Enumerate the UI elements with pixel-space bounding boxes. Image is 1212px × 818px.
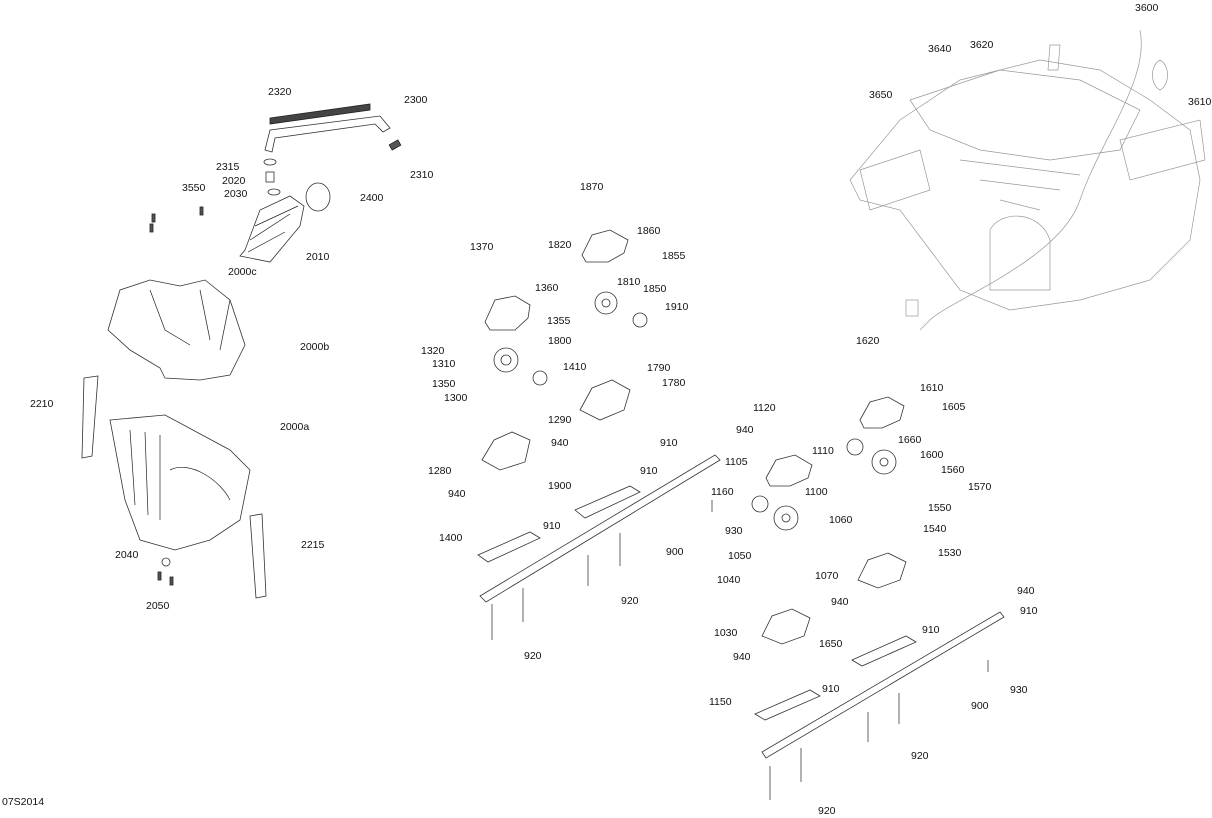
part-callout-1900[interactable]: 1900	[548, 480, 572, 492]
part-callout-2300[interactable]: 2300	[404, 94, 428, 106]
part-callout-3600[interactable]: 3600	[1135, 2, 1159, 14]
part-callout-1120[interactable]: 1120	[753, 402, 776, 414]
part-callout-2020[interactable]: 2020	[222, 175, 246, 187]
part-callout-2010[interactable]: 2010	[306, 251, 330, 263]
part-callout-1610[interactable]: 1610	[920, 382, 944, 394]
part-callout-3620[interactable]: 3620	[970, 39, 994, 51]
part-callout-2000b[interactable]: 2000b	[300, 341, 330, 353]
part-callout-1570[interactable]: 1570	[968, 481, 992, 493]
part-callout-1350[interactable]: 1350	[432, 378, 456, 390]
part-callout-1355[interactable]: 1355	[547, 315, 571, 327]
part-callout-1370[interactable]: 1370	[470, 241, 494, 253]
part-callout-900[interactable]: 900	[971, 700, 989, 712]
part-callout-910[interactable]: 910	[1020, 605, 1038, 617]
part-callout-1110[interactable]: 1110	[812, 445, 834, 457]
part-callout-1660[interactable]: 1660	[898, 434, 922, 446]
part-callout-1780[interactable]: 1780	[662, 377, 686, 389]
part-callout-910[interactable]: 910	[640, 465, 658, 477]
part-callout-2310[interactable]: 2310	[410, 169, 434, 181]
part-callout-940[interactable]: 940	[1017, 585, 1035, 597]
part-callout-1540[interactable]: 1540	[923, 523, 947, 535]
part-callout-1400[interactable]: 1400	[439, 532, 463, 544]
part-callout-920[interactable]: 920	[524, 650, 542, 662]
figure-id: 07S2014	[2, 796, 45, 808]
part-callout-1290[interactable]: 1290	[548, 414, 572, 426]
part-callout-1410[interactable]: 1410	[563, 361, 587, 373]
part-callout-1105[interactable]: 1105	[725, 456, 748, 468]
part-callout-1060[interactable]: 1060	[829, 514, 853, 526]
part-callout-900[interactable]: 900	[666, 546, 684, 558]
part-callout-3650[interactable]: 3650	[869, 89, 893, 101]
part-callout-3550[interactable]: 3550	[182, 182, 206, 194]
engine-illustration	[849, 29, 1206, 331]
part-callout-1280[interactable]: 1280	[428, 465, 452, 477]
part-callout-920[interactable]: 920	[911, 750, 929, 762]
part-callout-2400[interactable]: 2400	[360, 192, 384, 204]
part-callout-1300[interactable]: 1300	[444, 392, 468, 404]
part-callout-910[interactable]: 910	[660, 437, 678, 449]
part-callout-1605[interactable]: 1605	[942, 401, 966, 413]
part-callout-910[interactable]: 910	[822, 683, 840, 695]
part-callout-1800[interactable]: 1800	[548, 335, 572, 347]
airbox-cover-art	[107, 279, 246, 381]
part-callout-1150[interactable]: 1150	[709, 696, 732, 708]
part-callout-1810[interactable]: 1810	[617, 276, 641, 288]
part-callout-1070[interactable]: 1070	[815, 570, 839, 582]
part-callout-2050[interactable]: 2050	[146, 600, 170, 612]
part-callout-1790[interactable]: 1790	[647, 362, 671, 374]
intake-parts	[239, 103, 402, 263]
part-callout-940[interactable]: 940	[831, 596, 849, 608]
small-fasteners	[149, 206, 204, 586]
part-callout-1620[interactable]: 1620	[856, 335, 880, 347]
part-callout-1160[interactable]: 1160	[711, 486, 734, 498]
part-callout-910[interactable]: 910	[543, 520, 561, 532]
part-callout-1910[interactable]: 1910	[665, 301, 689, 313]
part-callout-1030[interactable]: 1030	[714, 627, 738, 639]
part-callout-2000a[interactable]: 2000a	[280, 421, 310, 433]
part-callout-2040[interactable]: 2040	[115, 549, 139, 561]
part-callout-1650[interactable]: 1650	[819, 638, 843, 650]
part-callout-1530[interactable]: 1530	[938, 547, 962, 559]
part-callout-1855[interactable]: 1855	[662, 250, 686, 262]
rail-parts	[477, 454, 1005, 800]
part-callout-920[interactable]: 920	[818, 805, 836, 817]
part-callout-940[interactable]: 940	[448, 488, 466, 500]
strap-art	[81, 375, 267, 599]
part-callout-3610[interactable]: 3610	[1188, 96, 1212, 108]
part-callout-940[interactable]: 940	[736, 424, 754, 436]
part-callout-920[interactable]: 920	[621, 595, 639, 607]
part-callout-1560[interactable]: 1560	[941, 464, 965, 476]
part-callout-1050[interactable]: 1050	[728, 550, 752, 562]
part-callout-1600[interactable]: 1600	[920, 449, 944, 461]
part-callout-940[interactable]: 940	[551, 437, 569, 449]
part-callout-930[interactable]: 930	[1010, 684, 1028, 696]
part-callout-1320[interactable]: 1320	[421, 345, 445, 357]
bearing-parts	[481, 229, 907, 645]
part-callout-2215[interactable]: 2215	[301, 539, 325, 551]
part-callout-3640[interactable]: 3640	[928, 43, 952, 55]
part-callout-940[interactable]: 940	[733, 651, 751, 663]
part-callout-2320[interactable]: 2320	[268, 86, 292, 98]
part-callout-2210[interactable]: 2210	[30, 398, 54, 410]
part-callout-2000c[interactable]: 2000c	[228, 266, 257, 278]
part-callout-1040[interactable]: 1040	[717, 574, 741, 586]
part-callout-910[interactable]: 910	[922, 624, 940, 636]
part-callout-930[interactable]: 930	[725, 525, 743, 537]
part-callout-1100[interactable]: 1100	[805, 486, 828, 498]
part-callout-2030[interactable]: 2030	[224, 188, 248, 200]
part-callout-1550[interactable]: 1550	[928, 502, 952, 514]
part-callout-1850[interactable]: 1850	[643, 283, 667, 295]
part-callout-1820[interactable]: 1820	[548, 239, 572, 251]
part-callout-1360[interactable]: 1360	[535, 282, 559, 294]
part-callout-1860[interactable]: 1860	[637, 225, 661, 237]
part-callout-1310[interactable]: 1310	[432, 358, 456, 370]
part-callout-1870[interactable]: 1870	[580, 181, 604, 193]
part-callout-2315[interactable]: 2315	[216, 161, 240, 173]
airbox-base-art	[109, 414, 251, 551]
